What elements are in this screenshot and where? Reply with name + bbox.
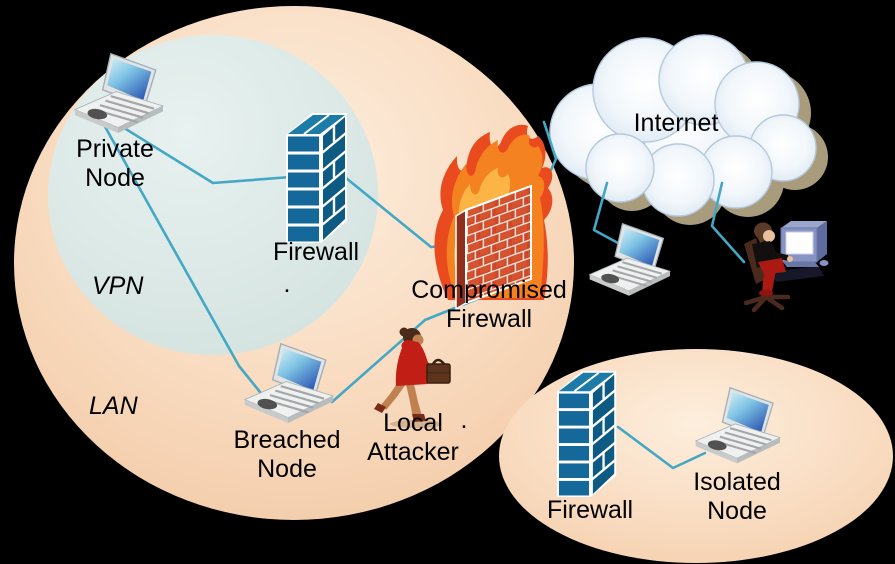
- isolated-node-label: Isolated Node: [693, 468, 781, 525]
- firewall-icon: [555, 369, 618, 499]
- stray-dot: .: [283, 270, 291, 298]
- stray-dot: .: [460, 406, 468, 434]
- link-isolated-firewall-to-node: [616, 425, 707, 470]
- isolated-firewall-label: Firewall: [546, 496, 634, 524]
- vpn-zone-label: VPN: [92, 272, 144, 300]
- link-private-to-firewall: [106, 116, 293, 185]
- private-node-label: Private Node: [76, 135, 154, 192]
- vpn-firewall-label: Firewall: [272, 238, 360, 266]
- firewall-icon: [284, 111, 349, 245]
- cloud-icon: [549, 34, 817, 217]
- link-internet-to-remote-node: [592, 181, 620, 245]
- walking-woman-icon: [374, 327, 451, 428]
- lan-zone-label: LAN: [89, 392, 138, 420]
- link-internet-to-remote-attacker: [710, 181, 746, 264]
- compromised-firewall-label: Compromised Firewall: [411, 276, 567, 333]
- internet-label: Internet: [633, 109, 719, 137]
- breached-node-label: Breached Node: [233, 426, 341, 483]
- link-private-to-breached: [101, 121, 262, 394]
- person-at-computer-icon: [743, 221, 829, 313]
- burning-firewall-icon: [434, 124, 553, 311]
- local-attacker-label: Local Attacker: [367, 409, 459, 466]
